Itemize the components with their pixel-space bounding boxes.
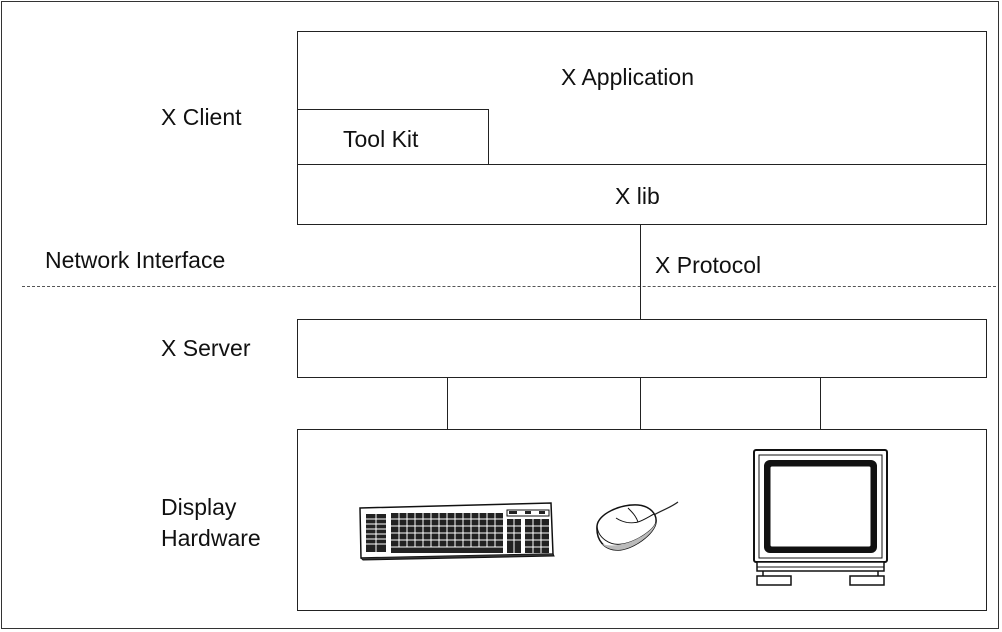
x-lib-box <box>297 164 987 225</box>
x-application-label: X Application <box>561 64 694 90</box>
x-protocol-connector <box>640 225 641 320</box>
keyboard-connector <box>447 378 448 476</box>
mouse-connector <box>640 378 641 476</box>
tool-kit-box <box>297 109 489 165</box>
x-protocol-label: X Protocol <box>655 252 762 278</box>
monitor-icon <box>753 449 888 586</box>
x-client-label: X Client <box>161 104 242 130</box>
tool-kit-label: Tool Kit <box>343 126 419 152</box>
x-server-box <box>297 319 987 378</box>
x-lib-label: X lib <box>615 183 660 209</box>
network-boundary-line <box>22 286 996 287</box>
monitor-connector <box>820 378 821 449</box>
network-interface-label: Network Interface <box>45 247 226 273</box>
keyboard-icon <box>359 502 555 561</box>
hardware-label: Hardware <box>161 525 261 551</box>
mouse-icon <box>596 501 679 551</box>
display-label: Display <box>161 494 237 520</box>
x-server-label: X Server <box>161 335 251 361</box>
